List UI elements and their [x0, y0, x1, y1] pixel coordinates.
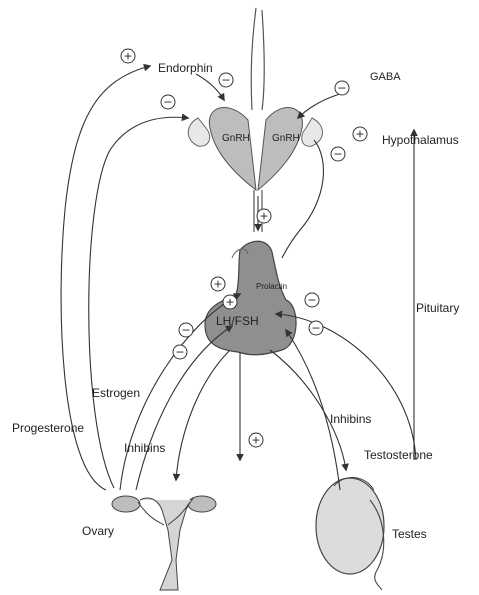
svg-text:−: − — [337, 82, 346, 95]
progesterone-label: Progesterone — [12, 421, 84, 435]
svg-text:−: − — [175, 346, 184, 359]
lh-fsh-label: LH/FSH — [216, 314, 259, 328]
estrogen-label: Estrogen — [92, 386, 140, 400]
svg-text:+: + — [213, 278, 222, 291]
gnrh-left-label: GnRH — [222, 133, 250, 144]
hypothalamus-structure — [188, 8, 322, 232]
inhibins-right-label: Inhibins — [330, 412, 371, 426]
pituitary-gland — [205, 241, 296, 355]
svg-text:−: − — [163, 96, 172, 109]
hypothalamus-label: Hypothalamus — [382, 133, 459, 147]
sign-gnrh-to-pituitary-stim: + — [257, 209, 271, 223]
svg-text:+: + — [259, 210, 268, 223]
sign-inhibin-left-b: − — [173, 345, 187, 359]
gaba-label: GABA — [370, 71, 401, 83]
sign-gonad-stim: + — [249, 433, 263, 447]
svg-text:+: + — [251, 434, 260, 447]
svg-text:−: − — [307, 294, 316, 307]
ovary-label: Ovary — [82, 524, 114, 538]
prolactin-label: Prolactin — [256, 282, 287, 291]
testes-label: Testes — [392, 527, 427, 541]
svg-text:−: − — [181, 324, 190, 337]
svg-text:+: + — [225, 296, 234, 309]
testes-organ — [316, 477, 384, 590]
endorphin-label: Endorphin — [158, 61, 213, 75]
svg-text:+: + — [123, 50, 132, 63]
sign-inhibin-left-a: − — [179, 323, 193, 337]
sign-inhibin-right: − — [309, 321, 323, 335]
sign-prolactin-stim: + — [211, 277, 225, 291]
svg-text:−: − — [333, 148, 342, 161]
sign-hypothalamus-stim: + — [353, 127, 367, 141]
gnrh-right-label: GnRH — [272, 133, 300, 144]
svg-text:+: + — [355, 128, 364, 141]
svg-text:−: − — [221, 74, 230, 87]
testosterone-label: Testosterone — [364, 448, 433, 462]
sign-gnrh-left-inhib: − — [161, 95, 175, 109]
sign-testosterone-inhib: − — [305, 293, 319, 307]
sign-endorphin-stim: + — [121, 49, 135, 63]
sign-gaba-inhib: − — [335, 81, 349, 95]
sign-endorphin-inhib: − — [219, 73, 233, 87]
pituitary-label: Pituitary — [416, 301, 459, 315]
svg-text:−: − — [311, 322, 320, 335]
inhibins-left-label: Inhibins — [124, 441, 165, 455]
ovary-uterus — [112, 496, 216, 590]
sign-estrogen-stim: + — [223, 295, 237, 309]
sign-gnrh-right-inhib: − — [331, 147, 345, 161]
